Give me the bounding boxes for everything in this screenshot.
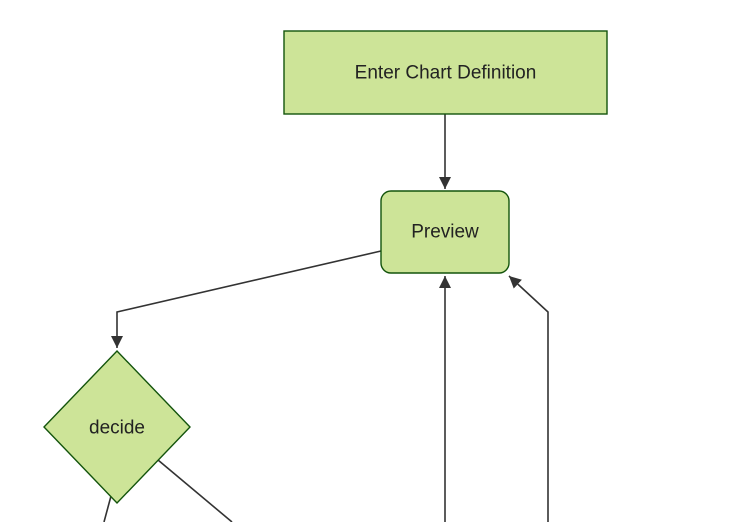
edge-layer	[103, 114, 549, 522]
node-decide: decide	[43, 349, 191, 505]
edge-offscreen-bottom-right-to-preview	[508, 275, 549, 522]
decide-label: decide	[89, 418, 145, 439]
preview-label: Preview	[411, 222, 479, 243]
edge-decide-to-offscreen-bottom-right	[157, 459, 233, 522]
enter-chart-definition-label: Enter Chart Definition	[355, 63, 537, 84]
enter-chart-definition-box	[283, 30, 608, 115]
preview-box	[380, 190, 510, 274]
edge-decide-to-offscreen-bottom-left	[103, 495, 112, 522]
edge-preview-to-decide	[111, 250, 382, 348]
decide-diamond	[43, 349, 191, 505]
node-preview: Preview	[380, 190, 510, 274]
node-enter-chart-definition: Enter Chart Definition	[283, 30, 608, 115]
